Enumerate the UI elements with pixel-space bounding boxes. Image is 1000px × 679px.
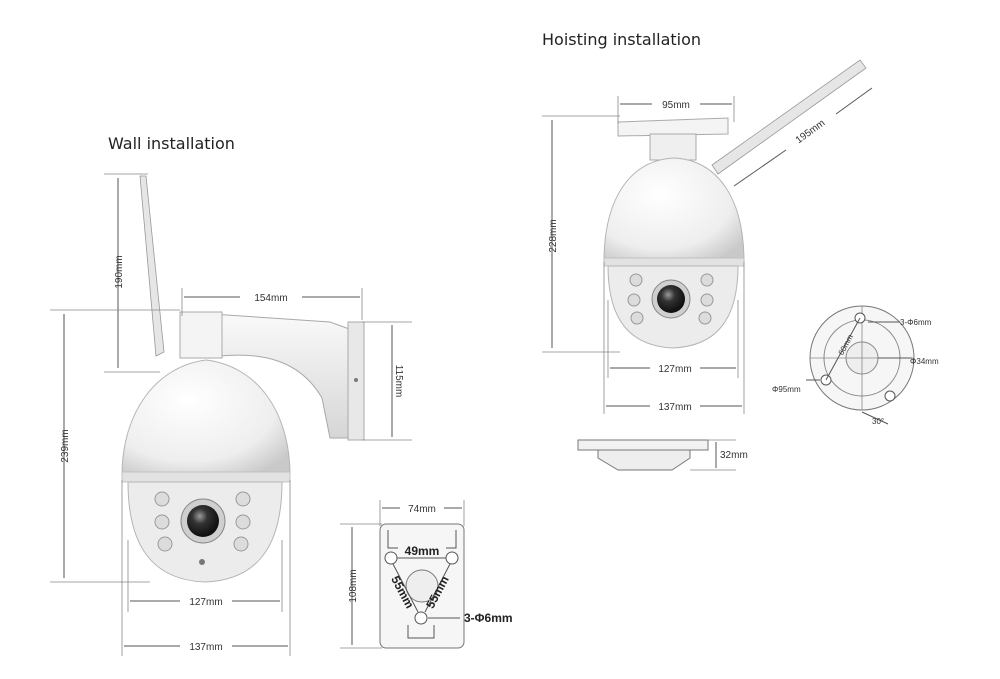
hoisting-antenna-dim: 195mm xyxy=(794,118,827,147)
wall-installation-heading: Wall installation xyxy=(108,134,235,153)
wall-bracket-dim: 154mm xyxy=(254,293,287,304)
plate-width-dim: 74mm xyxy=(408,504,436,515)
ceiling-plate: 3-Φ6mm Φ34mm Φ95mm 60mm 30° xyxy=(772,305,939,426)
wall-lens xyxy=(187,505,219,537)
hoisting-camera xyxy=(603,59,867,349)
plate-holes: 3-Φ6mm xyxy=(464,611,513,625)
wall-antenna-dim: 190mm xyxy=(114,255,125,288)
ceiling-angle: 30° xyxy=(872,417,884,426)
wall-camera xyxy=(121,175,365,583)
ceiling-inner-dia: Φ34mm xyxy=(910,357,939,366)
hoisting-mount-width-dim: 95mm xyxy=(662,100,690,111)
wall-bracket xyxy=(181,311,353,439)
hoisting-dome-inner-dim: 127mm xyxy=(658,364,691,375)
mount-height-dim: 32mm xyxy=(720,450,748,461)
wall-bracket-height-dim: 115mm xyxy=(393,365,404,398)
hoisting-lens xyxy=(657,285,685,313)
hoisting-mount xyxy=(617,117,729,137)
ceiling-outer-dia: Φ95mm xyxy=(772,385,801,394)
hoisting-dome-outer-dim: 137mm xyxy=(658,402,691,413)
plate-top-spacing: 49mm xyxy=(405,544,440,558)
ceiling-holes: 3-Φ6mm xyxy=(900,318,932,327)
wall-dimensions: 190mm 154mm 115mm 239mm 127mm 137mm xyxy=(50,173,412,656)
plate-height-dim: 108mm xyxy=(348,569,359,602)
hoisting-antenna xyxy=(711,59,867,175)
hoisting-installation-heading: Hoisting installation xyxy=(542,30,702,49)
wall-dome-outer-dim: 137mm xyxy=(189,642,222,653)
mount-side-view: 32mm xyxy=(577,439,748,471)
wall-plate: 49mm 55mm 55mm 3-Φ6mm 74mm 108mm xyxy=(340,500,513,649)
wall-ir-leds xyxy=(154,491,251,552)
hoisting-total-height-dim: 228mm xyxy=(548,219,559,252)
wall-dome-inner-dim: 127mm xyxy=(189,597,222,608)
wall-dome-top xyxy=(121,359,291,477)
wall-total-height-dim: 239mm xyxy=(60,429,71,462)
wall-antenna xyxy=(139,175,165,357)
